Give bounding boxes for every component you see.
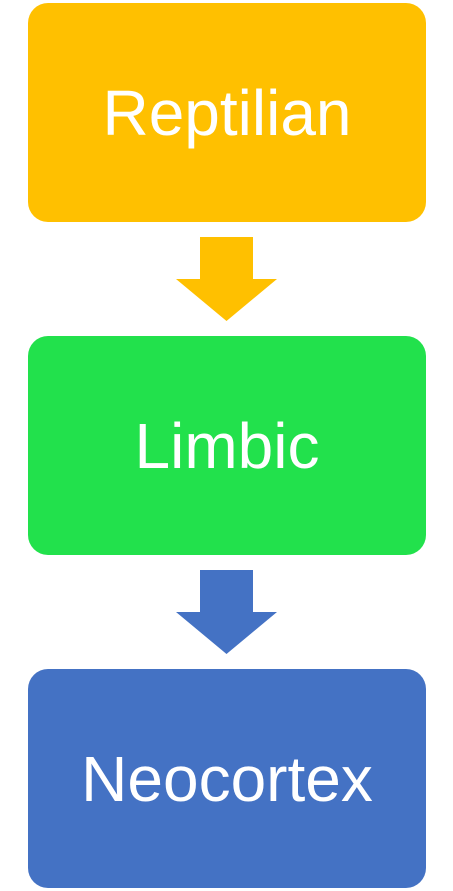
- arrow-down-icon: [176, 570, 277, 654]
- stage-box-limbic: Limbic: [28, 336, 426, 555]
- stage-label-reptilian: Reptilian: [102, 76, 352, 149]
- stage-label-limbic: Limbic: [134, 409, 320, 482]
- stage-box-reptilian: Reptilian: [28, 3, 426, 222]
- stage-box-neocortex: Neocortex: [28, 669, 426, 888]
- stage-label-neocortex: Neocortex: [81, 742, 373, 815]
- arrow-down-icon: [176, 237, 277, 321]
